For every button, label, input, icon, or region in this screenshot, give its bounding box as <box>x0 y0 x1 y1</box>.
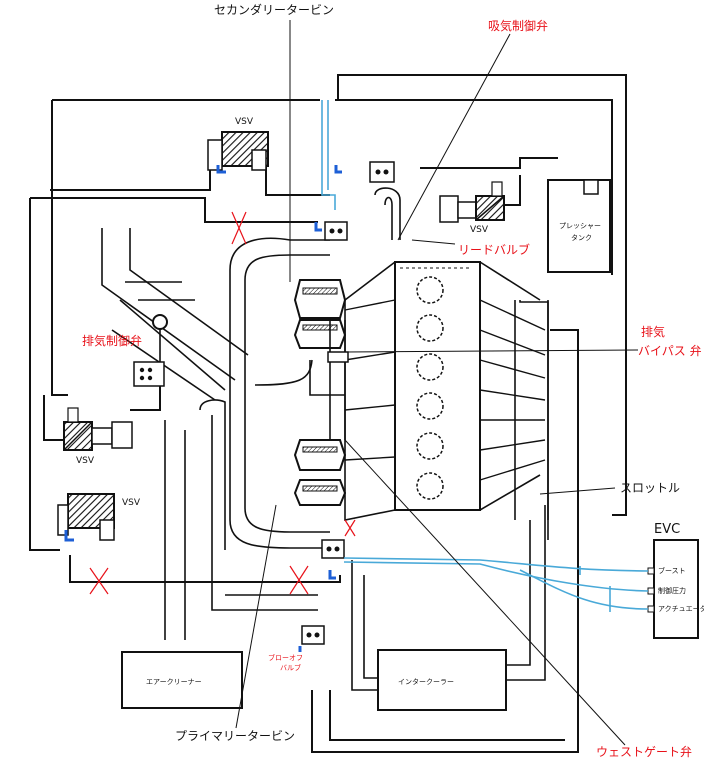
cylinder-icon <box>416 392 444 420</box>
cylinder-icon <box>416 276 444 304</box>
check-valve-icon <box>321 539 345 559</box>
cross-mark-icon <box>89 567 109 595</box>
evc-signal-lines <box>343 557 649 612</box>
wastegate-valve-label: ウェストゲート弁 <box>596 744 692 759</box>
cylinder-icon <box>416 432 444 460</box>
check-valve-icon <box>133 361 165 387</box>
vsv-solenoid-icon <box>63 407 133 451</box>
air-cleaner: エアークリーナー <box>121 651 243 709</box>
intake-control-valve-label: 吸気制御弁 <box>488 18 548 33</box>
secondary-turbine-label: セカンダリータービン <box>214 2 334 17</box>
check-valve-icon <box>369 161 395 183</box>
blowoff-valve-label-line2: バルブ <box>280 663 301 672</box>
primary-turbine-label: プライマリータービン <box>175 729 295 743</box>
cross-mark-icon <box>344 519 356 537</box>
control-hoses <box>29 74 627 753</box>
evc-port-boost: ブースト <box>658 566 686 575</box>
intercooler: インタークーラー <box>377 649 507 711</box>
intake-ducting <box>101 187 549 691</box>
evc-title: EVC <box>654 522 680 537</box>
vsv-label: VSV <box>235 117 254 127</box>
vsv-solenoid-icon <box>207 131 269 174</box>
vsv-left: VSV <box>63 407 133 466</box>
exhaust-bypass-valve-label-line2: バイパス 弁 <box>638 343 702 358</box>
cylinder-icon <box>416 353 444 381</box>
vsv-label: VSV <box>122 498 141 508</box>
evc-port-control-pressure: 制御圧力 <box>658 586 686 595</box>
turbine-icon <box>293 439 347 506</box>
cylinder-icon <box>416 314 444 342</box>
turbine-icon <box>293 279 347 349</box>
cross-mark-icon <box>289 565 309 595</box>
evc-unit: EVC ブースト 制御圧力 アクチュエーター <box>647 522 704 639</box>
vsv-right: VSV <box>439 181 505 235</box>
vsv-label: VSV <box>76 456 95 466</box>
throttle-label: スロットル <box>620 481 680 495</box>
check-valve-icon <box>301 625 325 645</box>
pressure-tank: プレッシャー タンク <box>547 179 611 273</box>
blowoff-valve-label-line1: ブローオフ <box>268 653 303 662</box>
pressure-tank-label-line2: タンク <box>571 233 592 242</box>
cross-mark-icon <box>231 211 247 245</box>
check-valve-icon <box>324 221 348 241</box>
exhaust-control-valve-label: 排気制御弁 <box>82 333 142 348</box>
vsv-top: VSV <box>207 117 269 174</box>
vsv-solenoid-icon <box>439 181 505 223</box>
engine-block <box>344 261 549 521</box>
vsv-solenoid-icon <box>57 493 115 542</box>
evc-port-actuator: アクチュエーター <box>658 604 704 613</box>
vsv-bottom: VSV <box>57 493 141 542</box>
exhaust-bypass-valve-label-line1: 排気 <box>641 324 665 339</box>
vsv-label: VSV <box>470 225 489 235</box>
leader-lines <box>159 20 639 746</box>
air-cleaner-label: エアークリーナー <box>146 678 202 686</box>
reed-valve-label: リードバルブ <box>458 242 530 257</box>
secondary-turbine <box>293 279 347 349</box>
intercooler-label: インタークーラー <box>398 677 454 686</box>
cylinder-icon <box>416 472 444 500</box>
primary-turbine <box>293 439 347 506</box>
pressure-tank-label-line1: プレッシャー <box>559 222 601 230</box>
